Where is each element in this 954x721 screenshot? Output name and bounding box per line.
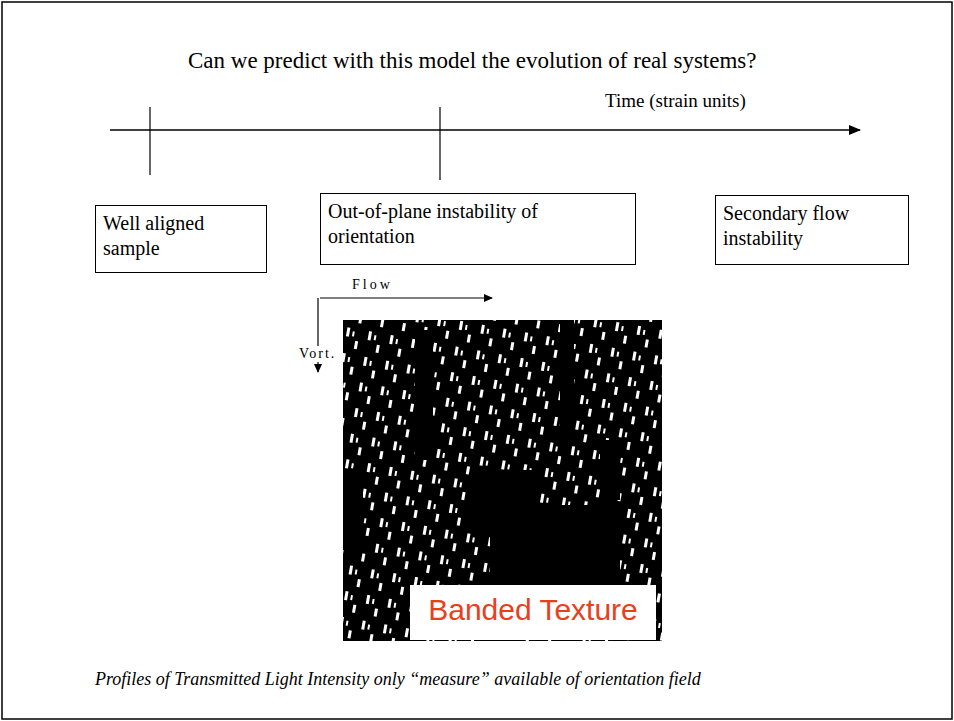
stage-text: Well aligned sample [103, 211, 259, 261]
stage-text: Secondary flow instability [723, 201, 901, 251]
texture-label-box: Banded Texture [410, 585, 656, 640]
time-axis [110, 129, 860, 131]
stage-box: Secondary flow instability [715, 195, 909, 265]
stage-box: Out-of-plane instability of orientation [320, 193, 636, 265]
axis-label: Vort. [298, 346, 337, 362]
stage-text: Out-of-plane instability of orientation [328, 199, 628, 249]
micrograph [343, 320, 662, 641]
slide-caption: Profiles of Transmitted Light Intensity … [95, 668, 895, 691]
tick-mark [149, 107, 150, 175]
flow-axis [320, 297, 492, 298]
stage-box: Well aligned sample [95, 205, 267, 273]
axis-label: Time (strain units) [605, 90, 746, 112]
tick-mark [439, 107, 440, 180]
texture-label: Banded Texture [418, 591, 648, 629]
slide-title: Can we predict with this model the evolu… [188, 48, 757, 74]
axis-label: Flow [352, 277, 393, 293]
